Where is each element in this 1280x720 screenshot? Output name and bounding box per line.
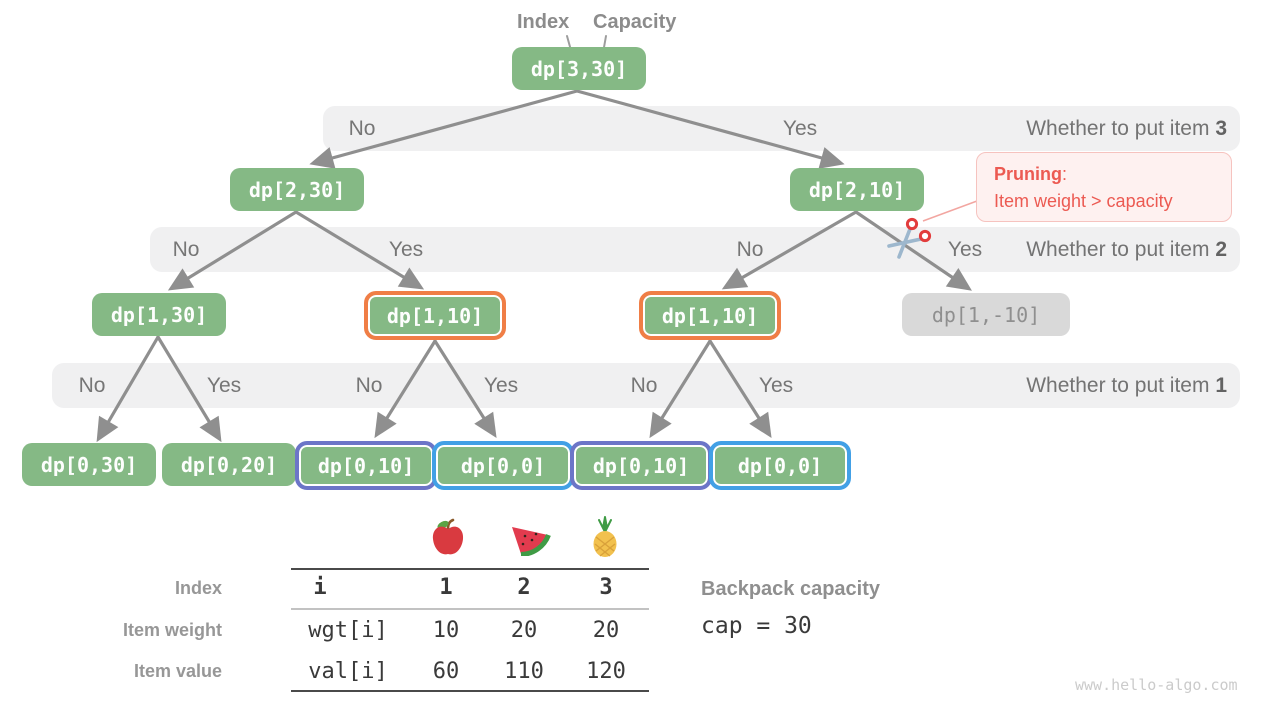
table-header-cell: 1 <box>439 575 453 600</box>
table-rule-top <box>291 568 649 570</box>
dp-node: dp[2,10] <box>790 168 924 211</box>
watermelon-icon <box>509 524 551 561</box>
answer-no: No <box>630 373 658 397</box>
table-cell: 60 <box>432 659 460 684</box>
decision-band-item-1: No Yes No Yes No Yes Whether to put item… <box>52 363 1240 408</box>
table-header-cell: i <box>313 575 327 600</box>
index-axis-label: Index <box>517 11 570 33</box>
table-cell: val[i] <box>308 659 388 684</box>
dp-node: dp[0,20] <box>162 443 296 486</box>
pruning-callout: Pruning: Item weight > capacity <box>976 152 1232 222</box>
dp-node-pruned: dp[1,-10] <box>902 293 1070 336</box>
band-question-label: Whether to put item 2 <box>1026 237 1227 261</box>
decision-band-item-3: No Yes Whether to put item 3 <box>323 106 1240 151</box>
decision-band-item-2: No Yes No Yes Whether to put item 2 <box>150 227 1240 272</box>
dp-node: dp[1,30] <box>92 293 226 336</box>
answer-no: No <box>348 116 376 140</box>
capacity-axis-label: Capacity <box>593 11 677 33</box>
table-cell: 110 <box>504 659 544 684</box>
answer-no: No <box>355 373 383 397</box>
table-header-cell: 3 <box>599 575 613 600</box>
answer-yes: Yes <box>483 373 519 397</box>
dp-node-highlighted: dp[1,10] <box>364 291 506 340</box>
row-caption-value: Item value <box>133 661 222 681</box>
table-rule-bottom <box>291 690 649 692</box>
answer-no: No <box>172 237 200 261</box>
dp-node-highlighted: dp[0,0] <box>432 441 574 490</box>
table-cell: 10 <box>432 618 460 643</box>
dp-node-highlighted: dp[1,10] <box>639 291 781 340</box>
apple-icon <box>430 518 466 563</box>
table-cell: 20 <box>592 618 620 643</box>
answer-yes: Yes <box>388 237 424 261</box>
watermark: www.hello-algo.com <box>1075 676 1238 694</box>
answer-yes: Yes <box>947 237 983 261</box>
row-caption-index: Index <box>174 578 222 598</box>
pruning-title: Pruning: <box>994 164 1068 184</box>
table-header-cell: 2 <box>517 575 531 600</box>
backpack-capacity-title: Backpack capacity <box>701 578 881 600</box>
pineapple-icon <box>588 516 622 563</box>
table-cell: 20 <box>510 618 538 643</box>
answer-yes: Yes <box>782 116 818 140</box>
table-cell: wgt[i] <box>308 618 388 643</box>
answer-yes: Yes <box>206 373 242 397</box>
answer-no: No <box>736 237 764 261</box>
dp-node: dp[0,30] <box>22 443 156 486</box>
answer-yes: Yes <box>758 373 794 397</box>
dp-node-highlighted: dp[0,0] <box>709 441 851 490</box>
dp-node: dp[2,30] <box>230 168 364 211</box>
pruning-detail: Item weight > capacity <box>994 191 1173 211</box>
dp-node-highlighted: dp[0,10] <box>570 441 712 490</box>
band-question-label: Whether to put item 1 <box>1026 373 1227 397</box>
backpack-capacity-value: cap = 30 <box>701 613 812 639</box>
dp-node: dp[3,30] <box>512 47 646 90</box>
band-question-label: Whether to put item 3 <box>1026 116 1227 140</box>
pruning-leader-line <box>922 200 978 222</box>
row-caption-weight: Item weight <box>122 620 222 640</box>
answer-no: No <box>78 373 106 397</box>
table-cell: 120 <box>586 659 626 684</box>
dp-node-highlighted: dp[0,10] <box>295 441 437 490</box>
table-rule-middle <box>291 608 649 610</box>
